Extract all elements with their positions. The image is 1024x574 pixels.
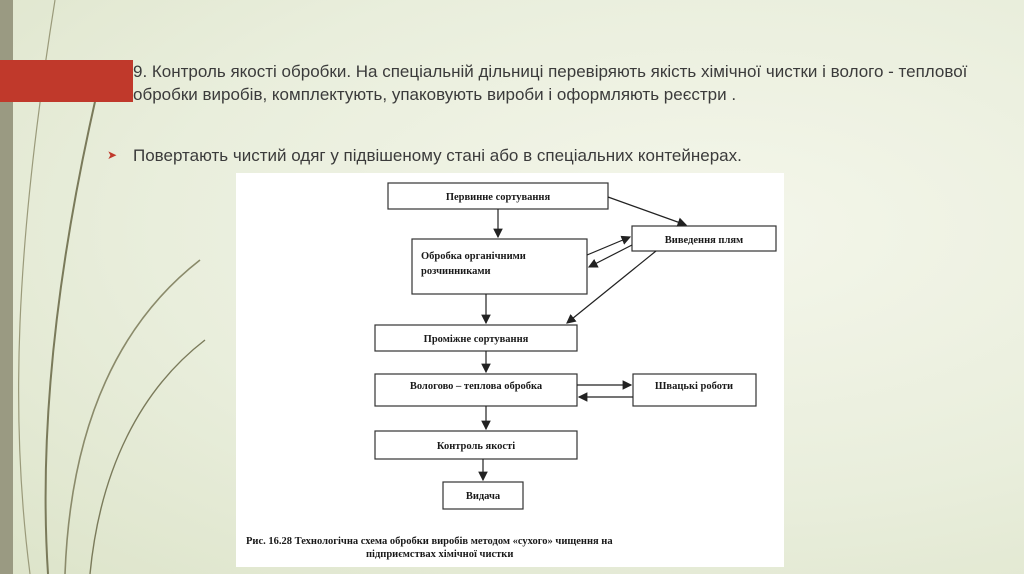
label-intermediate-sort: Проміжне сортування xyxy=(424,334,529,345)
flowchart-figure: Первинне сортування Обробка органічними … xyxy=(236,173,784,567)
label-stain-removal: Виведення плям xyxy=(665,235,743,246)
label-issue: Видача xyxy=(466,491,501,502)
label-sewing: Швацькі роботи xyxy=(655,381,733,392)
intro-paragraph: 9. Контроль якості обробки. На спеціальн… xyxy=(133,60,973,106)
label-organic-line1: Обробка органічними xyxy=(421,251,526,262)
label-quality-control: Контроль якості xyxy=(437,441,515,452)
label-primary-sort: Первинне сортування xyxy=(446,192,551,203)
label-organic-line2: розчинниками xyxy=(421,266,491,277)
title-accent-bar xyxy=(0,60,133,102)
figure-caption-line1: Рис. 16.28 Технологічна схема обробки ви… xyxy=(246,536,613,547)
arrow-primary-to-stain xyxy=(608,197,686,225)
arrow-bullet-icon: ➤ xyxy=(107,144,133,167)
arrow-organic-to-stain xyxy=(587,237,630,255)
label-wet-heat: Вологово – теплова обробка xyxy=(410,381,543,392)
arrow-stain-to-organic xyxy=(589,245,632,267)
bullet-item: ➤ Повертають чистий одяг у підвішеному с… xyxy=(107,144,987,167)
flowchart-svg: Первинне сортування Обробка органічними … xyxy=(236,173,784,567)
text-block: 9. Контроль якості обробки. На спеціальн… xyxy=(133,60,973,106)
figure-caption-line2: підприємствах хімічної чистки xyxy=(366,549,513,560)
bullet-text: Повертають чистий одяг у підвішеному ста… xyxy=(133,144,742,167)
